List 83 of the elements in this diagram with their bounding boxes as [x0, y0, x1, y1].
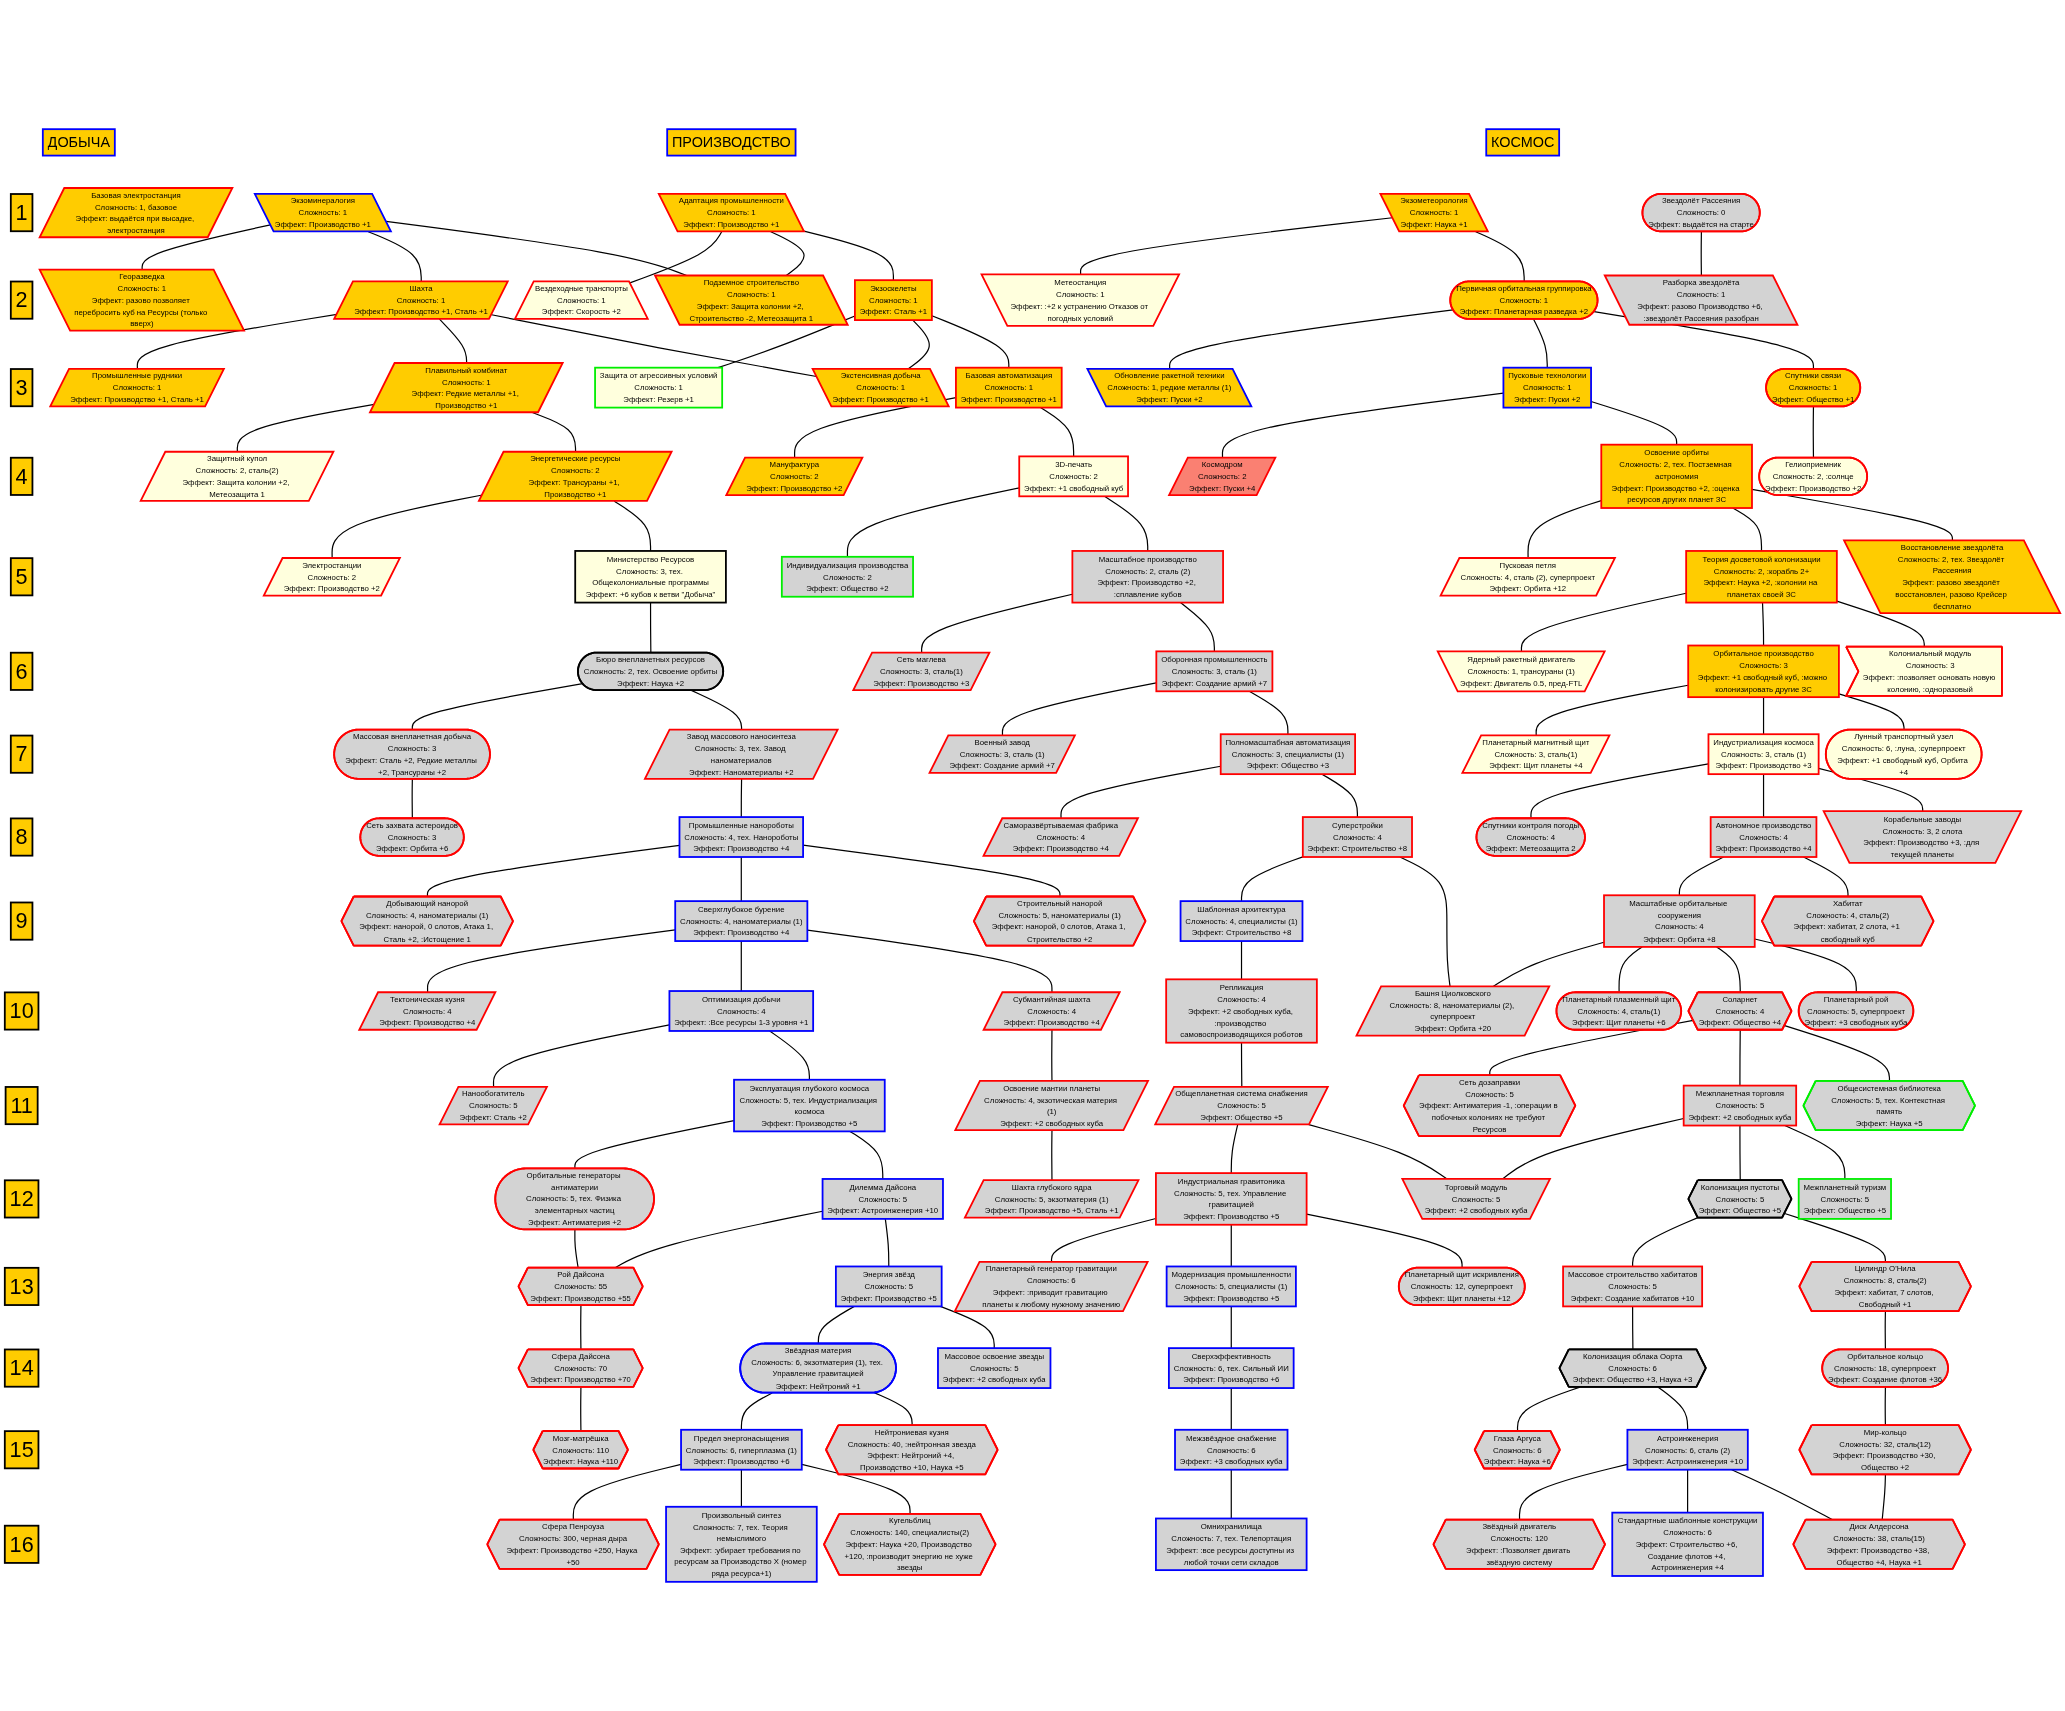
- node-box: ПРОИЗВОДСТВО: [666, 128, 797, 157]
- connector: [1230, 1305, 1232, 1349]
- connector: [1732, 507, 1763, 552]
- node-box: 16: [3, 1524, 40, 1564]
- node-box: 15: [3, 1430, 40, 1470]
- connector: [1248, 690, 1289, 735]
- connector: [1657, 1386, 1689, 1431]
- node-box: 5: [9, 557, 34, 597]
- node-box: 10: [3, 991, 40, 1031]
- connector: [1230, 1124, 1239, 1174]
- connector: [1761, 602, 1765, 647]
- connector: [803, 230, 894, 281]
- connector: [574, 1229, 579, 1269]
- connector: [1812, 406, 1815, 459]
- connector: [1739, 1029, 1741, 1087]
- connector: [1731, 1469, 1834, 1521]
- connector: [1784, 1024, 1891, 1082]
- connector: [884, 1218, 890, 1268]
- connector: [1240, 940, 1243, 980]
- connector: [740, 1469, 742, 1508]
- connector: [740, 1392, 773, 1431]
- connector: [411, 778, 413, 820]
- connector: [649, 602, 652, 654]
- connector: [1884, 1310, 1886, 1351]
- connector: [1739, 1124, 1741, 1182]
- connector: [1784, 1124, 1846, 1180]
- connector: [1754, 938, 1857, 994]
- connector: [1618, 946, 1643, 994]
- node-box: 9: [9, 901, 34, 941]
- connector: [1762, 773, 1765, 818]
- node-box: 4: [9, 456, 34, 496]
- connector: [1230, 1224, 1232, 1268]
- connector: [1306, 1213, 1463, 1269]
- connector: [1884, 1386, 1886, 1427]
- connector: [1687, 1469, 1689, 1514]
- connector: [817, 1305, 855, 1345]
- node-box: 3: [9, 368, 34, 408]
- connector: [846, 487, 1020, 558]
- connector: [574, 1119, 735, 1170]
- connector: [1632, 1305, 1634, 1351]
- connector: [1715, 946, 1741, 994]
- connector: [873, 1392, 913, 1427]
- connector: [1518, 1463, 1628, 1521]
- connector: [931, 315, 1010, 369]
- connector: [801, 1463, 911, 1515]
- connector: [1533, 318, 1548, 369]
- connector: [1240, 856, 1304, 902]
- connector: [580, 1386, 582, 1432]
- connector: [740, 778, 743, 818]
- connector: [1881, 1474, 1886, 1521]
- connector: [438, 318, 468, 364]
- node-box: 13: [3, 1266, 40, 1306]
- node-box: 11: [4, 1086, 39, 1126]
- connector: [1527, 500, 1602, 559]
- node-box: ДОБЫЧА: [41, 128, 116, 157]
- connector: [1230, 1387, 1232, 1431]
- connector: [769, 1030, 810, 1081]
- node-box: 12: [3, 1179, 40, 1219]
- node-box: КОСМОС: [1485, 128, 1561, 157]
- node-box: 1: [9, 193, 34, 233]
- connector: [740, 940, 742, 992]
- connector: [1784, 1212, 1886, 1263]
- connector: [1039, 407, 1075, 457]
- node-box: 7: [9, 734, 34, 774]
- connector: [939, 1305, 995, 1349]
- connector: [1321, 773, 1358, 818]
- node-box: 8: [9, 817, 34, 857]
- connector: [629, 231, 723, 284]
- connector: [572, 1463, 682, 1521]
- connector: [1762, 696, 1765, 735]
- connector: [849, 1130, 884, 1180]
- connector: [1632, 1217, 1699, 1268]
- connector: [580, 1304, 582, 1351]
- node-box: 6: [9, 651, 34, 691]
- connector: [1103, 495, 1149, 552]
- connector: [613, 500, 652, 552]
- connector: [1838, 693, 1905, 731]
- node-box: 14: [3, 1348, 40, 1388]
- connector: [1516, 1386, 1581, 1432]
- connector: [1230, 1469, 1232, 1520]
- node-box: 2: [9, 280, 34, 320]
- connector: [1179, 602, 1215, 652]
- connector: [740, 856, 742, 902]
